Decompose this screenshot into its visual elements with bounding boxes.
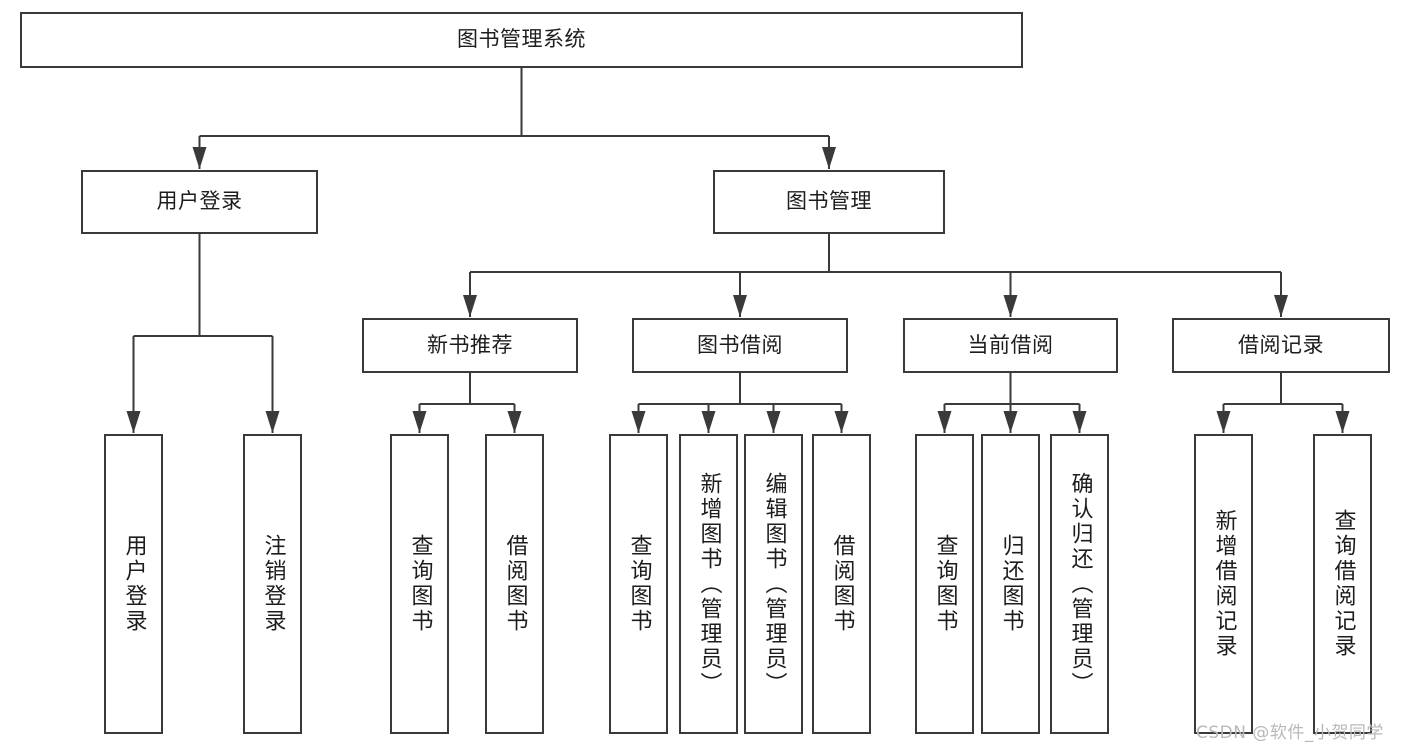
arrow-head (192, 147, 207, 169)
node-label: 新增借阅记录 (1211, 509, 1237, 659)
arrow-head (1274, 295, 1288, 317)
node-leaf-add-record[interactable]: 新增借阅记录 (1194, 434, 1253, 734)
arrow-head (834, 411, 849, 433)
node-leaf-user-login[interactable]: 用户登录 (104, 434, 163, 734)
node-leaf-logout[interactable]: 注销登录 (243, 434, 302, 734)
arrow-head (265, 411, 280, 433)
node-label: 确认归还（管理员） (1067, 471, 1093, 697)
node-root[interactable]: 图书管理系统 (20, 12, 1023, 68)
arrow-head (631, 411, 646, 433)
node-leaf-borrow-book-1[interactable]: 借阅图书 (485, 434, 544, 734)
edge-group (126, 68, 1350, 433)
arrow-head (937, 411, 952, 433)
arrow-head (507, 411, 522, 433)
node-label: 查询图书 (407, 534, 433, 634)
node-label: 注销登录 (260, 534, 286, 634)
arrow-head (1003, 295, 1018, 317)
node-leaf-query-book-2[interactable]: 查询图书 (609, 434, 668, 734)
node-leaf-borrow-book-2[interactable]: 借阅图书 (812, 434, 871, 734)
node-leaf-query-record[interactable]: 查询借阅记录 (1313, 434, 1372, 734)
arrow-head (126, 411, 141, 433)
node-new-book-rec[interactable]: 新书推荐 (362, 318, 578, 373)
node-book-manage[interactable]: 图书管理 (713, 170, 945, 234)
csdn-watermark: CSDN @软件_小贺同学 (1196, 723, 1384, 743)
node-label: 编辑图书（管理员） (761, 471, 787, 697)
node-leaf-confirm-return[interactable]: 确认归还（管理员） (1050, 434, 1109, 734)
arrow-head (733, 295, 747, 317)
node-label: 图书管理 (786, 189, 872, 214)
node-label: 新书推荐 (427, 332, 513, 357)
node-label: 归还图书 (998, 534, 1024, 634)
node-user-login[interactable]: 用户登录 (81, 170, 318, 234)
node-label: 图书管理系统 (457, 27, 586, 52)
node-label: 当前借阅 (967, 332, 1054, 357)
arrow-head (1072, 411, 1087, 433)
node-label: 查询图书 (932, 534, 958, 634)
arrow-head (1335, 411, 1350, 433)
node-leaf-edit-book[interactable]: 编辑图书（管理员） (744, 434, 803, 734)
arrow-head (412, 411, 427, 433)
node-leaf-query-book-1[interactable]: 查询图书 (390, 434, 449, 734)
node-label: 查询图书 (626, 534, 652, 634)
node-current-borrow[interactable]: 当前借阅 (903, 318, 1118, 373)
node-label: 借阅记录 (1238, 332, 1324, 357)
arrow-head (463, 295, 477, 317)
node-label: 查询借阅记录 (1330, 509, 1356, 659)
node-book-borrow[interactable]: 图书借阅 (632, 318, 848, 373)
node-leaf-add-book[interactable]: 新增图书（管理员） (679, 434, 738, 734)
arrow-head (1216, 411, 1231, 433)
node-label: 新增图书（管理员） (696, 471, 722, 697)
node-leaf-return-book[interactable]: 归还图书 (981, 434, 1040, 734)
node-label: 图书借阅 (697, 332, 783, 357)
arrow-head (822, 147, 836, 169)
node-leaf-query-book-3[interactable]: 查询图书 (915, 434, 974, 734)
node-borrow-record[interactable]: 借阅记录 (1172, 318, 1390, 373)
node-label: 借阅图书 (502, 534, 528, 634)
arrow-head (1003, 411, 1018, 433)
arrow-head (701, 411, 716, 433)
arrow-head (766, 411, 781, 433)
node-label: 借阅图书 (829, 534, 855, 634)
node-label: 用户登录 (156, 189, 243, 214)
node-label: 用户登录 (121, 534, 147, 634)
